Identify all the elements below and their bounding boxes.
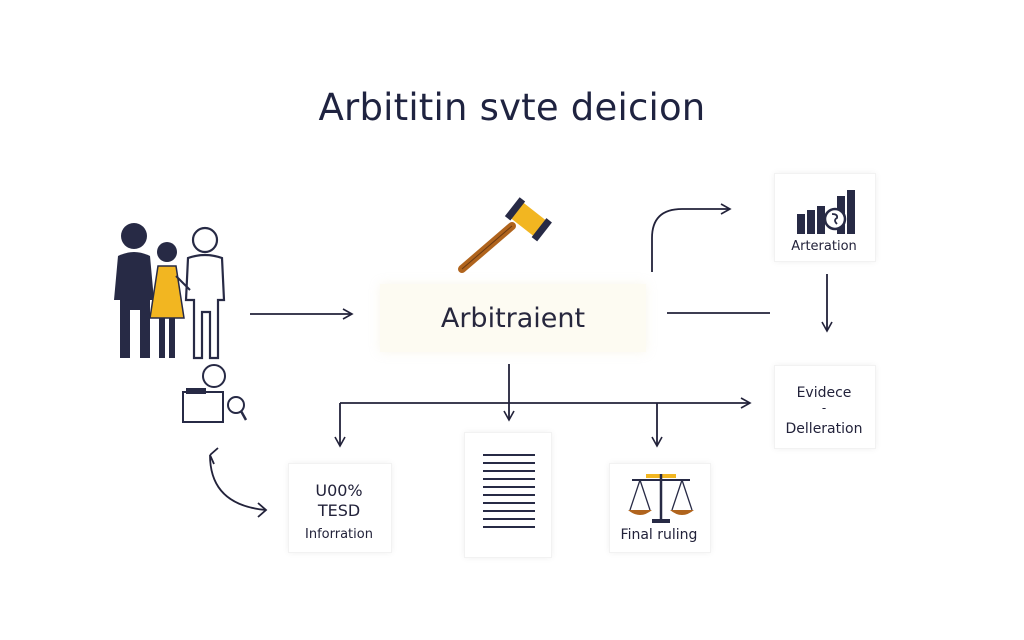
final-ruling-node [609,463,711,553]
people-group-icon [114,223,226,360]
cash-register-icon [797,190,855,234]
information-line-2: TESD [317,501,361,520]
alteration-node [774,173,876,262]
information-line-1: U00% [315,481,363,500]
document-lines-icon [483,454,535,528]
gavel-icon [458,197,552,273]
arrow-center-to-alteration [651,203,732,272]
scales-of-justice-icon [628,474,694,523]
information-node [288,463,392,553]
alteration-label: Arteration [791,239,857,254]
deliberation-label: Delleration [785,421,863,437]
arbitration-node-label: Arbitraient [440,303,586,334]
information-label: Inforration [305,527,373,542]
loop-arrow [209,447,267,511]
evidence-separator: - [821,401,827,415]
evidence-node [774,365,876,449]
arbitration-node [380,284,646,352]
document-node [464,432,552,558]
investigator-icon [182,364,248,423]
diagram-title: Arbititin svte deicion [318,86,706,129]
evidence-label: Evidece [796,385,852,401]
final-ruling-label: Final ruling [620,527,698,543]
